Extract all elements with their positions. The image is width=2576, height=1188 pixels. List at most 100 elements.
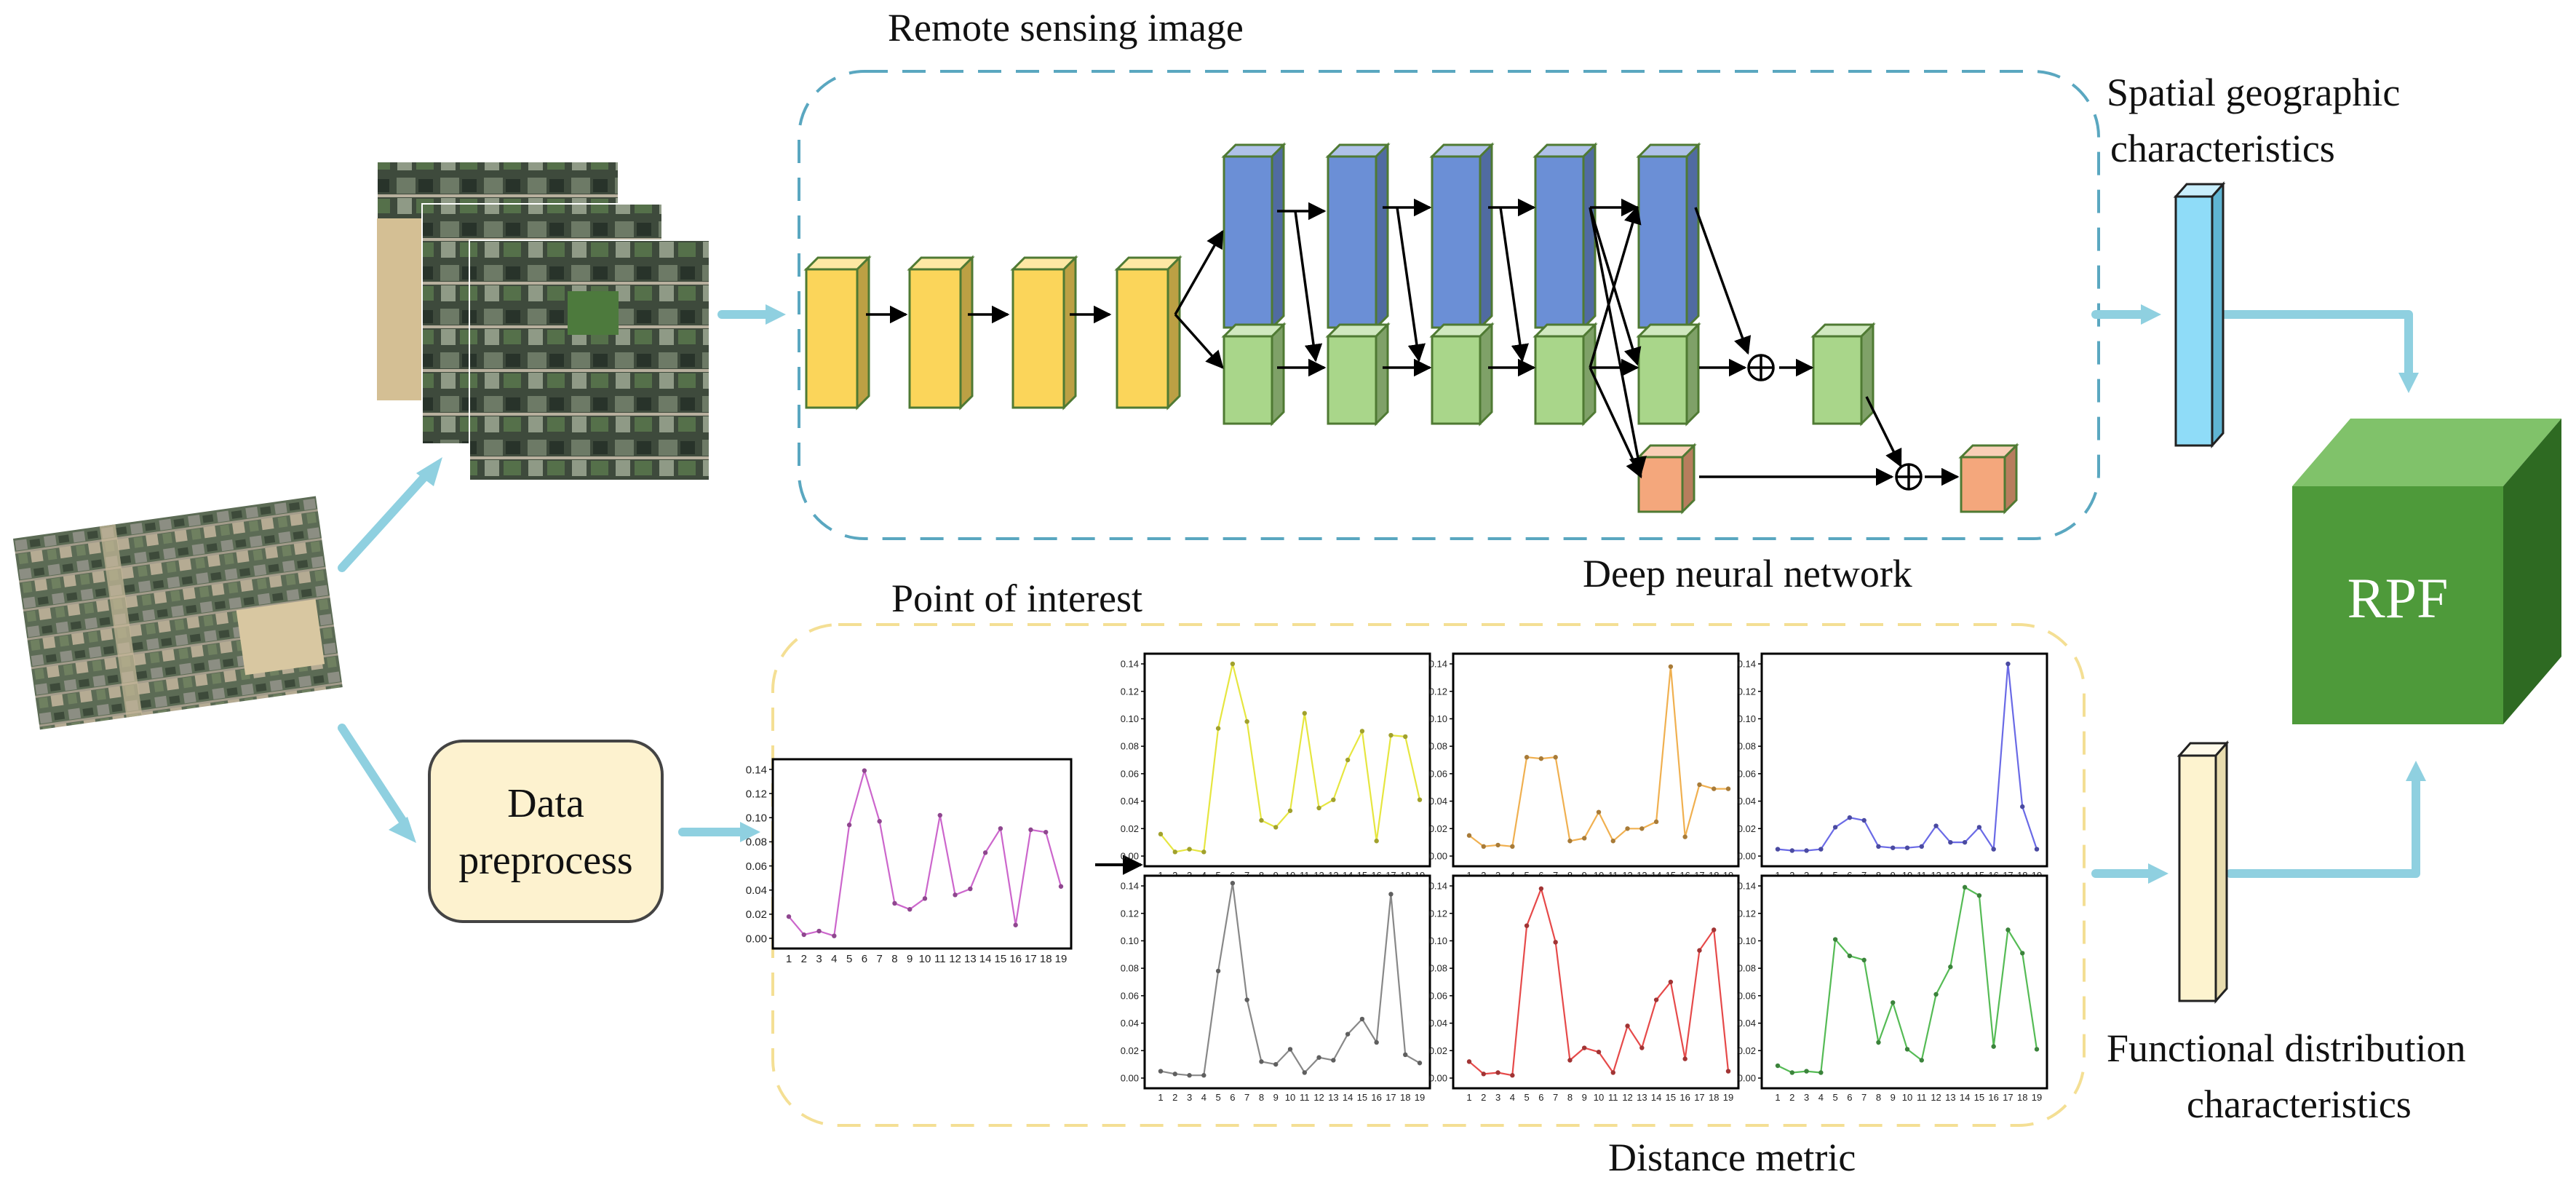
y-tick-label: 0.00 [1121,851,1139,862]
y-tick-label: 0.14 [1121,659,1139,670]
x-tick-label: 2 [1789,1092,1794,1103]
x-tick-label: 8 [1259,1092,1264,1103]
data-point [2005,661,2011,667]
neural-network-blocks [803,142,2019,515]
attention-block [1429,142,1495,330]
feature-block [1325,322,1391,427]
data-point [937,812,942,818]
y-tick-label: 0.14 [1429,881,1447,892]
x-tick-label: 12 [1931,1092,1941,1103]
chart-frame [771,758,1073,950]
chart-frame [1760,874,2048,1090]
poi-label: Point of interest [891,577,1142,620]
attention-block [1325,142,1391,330]
data-point [1976,825,1982,830]
rpf-cube [2292,419,2561,724]
data-point [786,914,792,919]
chart-frame [1452,652,1740,868]
conv-block [1114,255,1182,411]
conv-block [907,255,975,411]
image-tiles [376,161,710,481]
data-point [846,823,852,828]
x-tick-label: 2 [801,953,807,965]
attention-block [1533,142,1598,330]
spatial-feature-bar [2173,181,2226,448]
data-point [1804,1069,1809,1074]
flow-arrow-heads [389,304,2426,884]
x-tick-label: 9 [1582,1092,1587,1103]
chart-frame [1760,652,2048,868]
data-point [1991,847,1996,852]
x-tick-label: 6 [1538,1092,1543,1103]
x-tick-label: 15 [995,953,1007,965]
x-tick-label: 10 [1285,1092,1295,1103]
data-point [1345,757,1351,763]
feature-block [1810,322,1876,427]
data-point [1712,927,1717,932]
y-tick-label: 0.08 [746,836,767,849]
data-point [1388,892,1394,897]
x-tick-label: 12 [1622,1092,1632,1103]
y-tick-label: 0.14 [1738,659,1756,670]
conv-block [803,255,872,411]
data-point [1861,957,1867,963]
x-tick-label: 18 [2017,1092,2027,1103]
x-tick-label: 3 [1495,1092,1500,1103]
sum-operators [1747,354,1923,491]
data-point [1976,893,1982,898]
y-tick-label: 0.04 [1738,796,1756,807]
spatial-label-line2: characteristics [2110,127,2335,170]
data-point [1725,786,1731,791]
x-tick-label: 11 [1300,1092,1310,1103]
data-point [1187,847,1192,852]
data-point [1287,808,1293,813]
x-tick-label: 6 [862,953,867,965]
data-point [1058,884,1064,889]
data-point [1172,850,1177,855]
data-point [892,900,897,906]
data-point [2020,951,2025,956]
data-point [1158,831,1164,837]
data-point [1259,1059,1264,1064]
x-tick-label: 3 [1187,1092,1192,1103]
y-tick-label: 0.12 [1429,908,1447,919]
x-tick-label: 15 [1666,1092,1676,1103]
feature-block [1533,322,1598,427]
data-point [1538,886,1544,891]
data-point [1524,923,1530,928]
data-point [1201,1073,1206,1078]
x-tick-label: 19 [1723,1092,1733,1103]
feature-block [1429,322,1495,427]
x-tick-label: 17 [1025,953,1037,965]
data-point [1991,1044,1996,1049]
y-tick-label: 0.04 [1738,1018,1756,1029]
data-point [1331,1058,1336,1063]
data-point [1818,1070,1824,1075]
y-tick-label: 0.10 [1738,935,1756,946]
data-point [2005,927,2011,932]
y-tick-label: 0.08 [1121,741,1139,752]
x-tick-label: 18 [1400,1092,1410,1103]
x-tick-label: 1 [786,953,792,965]
data-point [1013,922,1018,927]
y-tick-label: 0.04 [1429,796,1447,807]
y-tick-label: 0.02 [1121,1045,1139,1056]
data-point [1287,1047,1293,1052]
data-point [1495,1070,1500,1075]
x-tick-label: 2 [1172,1092,1177,1103]
data-point [1273,825,1279,830]
data-point [1524,755,1530,760]
x-tick-label: 7 [876,953,882,965]
x-tick-label: 14 [1960,1092,1970,1103]
data-point [1933,823,1939,828]
x-tick-label: 10 [919,953,931,965]
data-preprocess-label-line1: Data [507,781,584,826]
data-point [1610,1070,1615,1075]
data-point [1403,734,1408,740]
y-tick-label: 0.08 [1738,741,1756,752]
data-point [1789,1070,1794,1075]
y-tick-label: 0.10 [1738,713,1756,724]
x-tick-label: 1 [1466,1092,1471,1103]
